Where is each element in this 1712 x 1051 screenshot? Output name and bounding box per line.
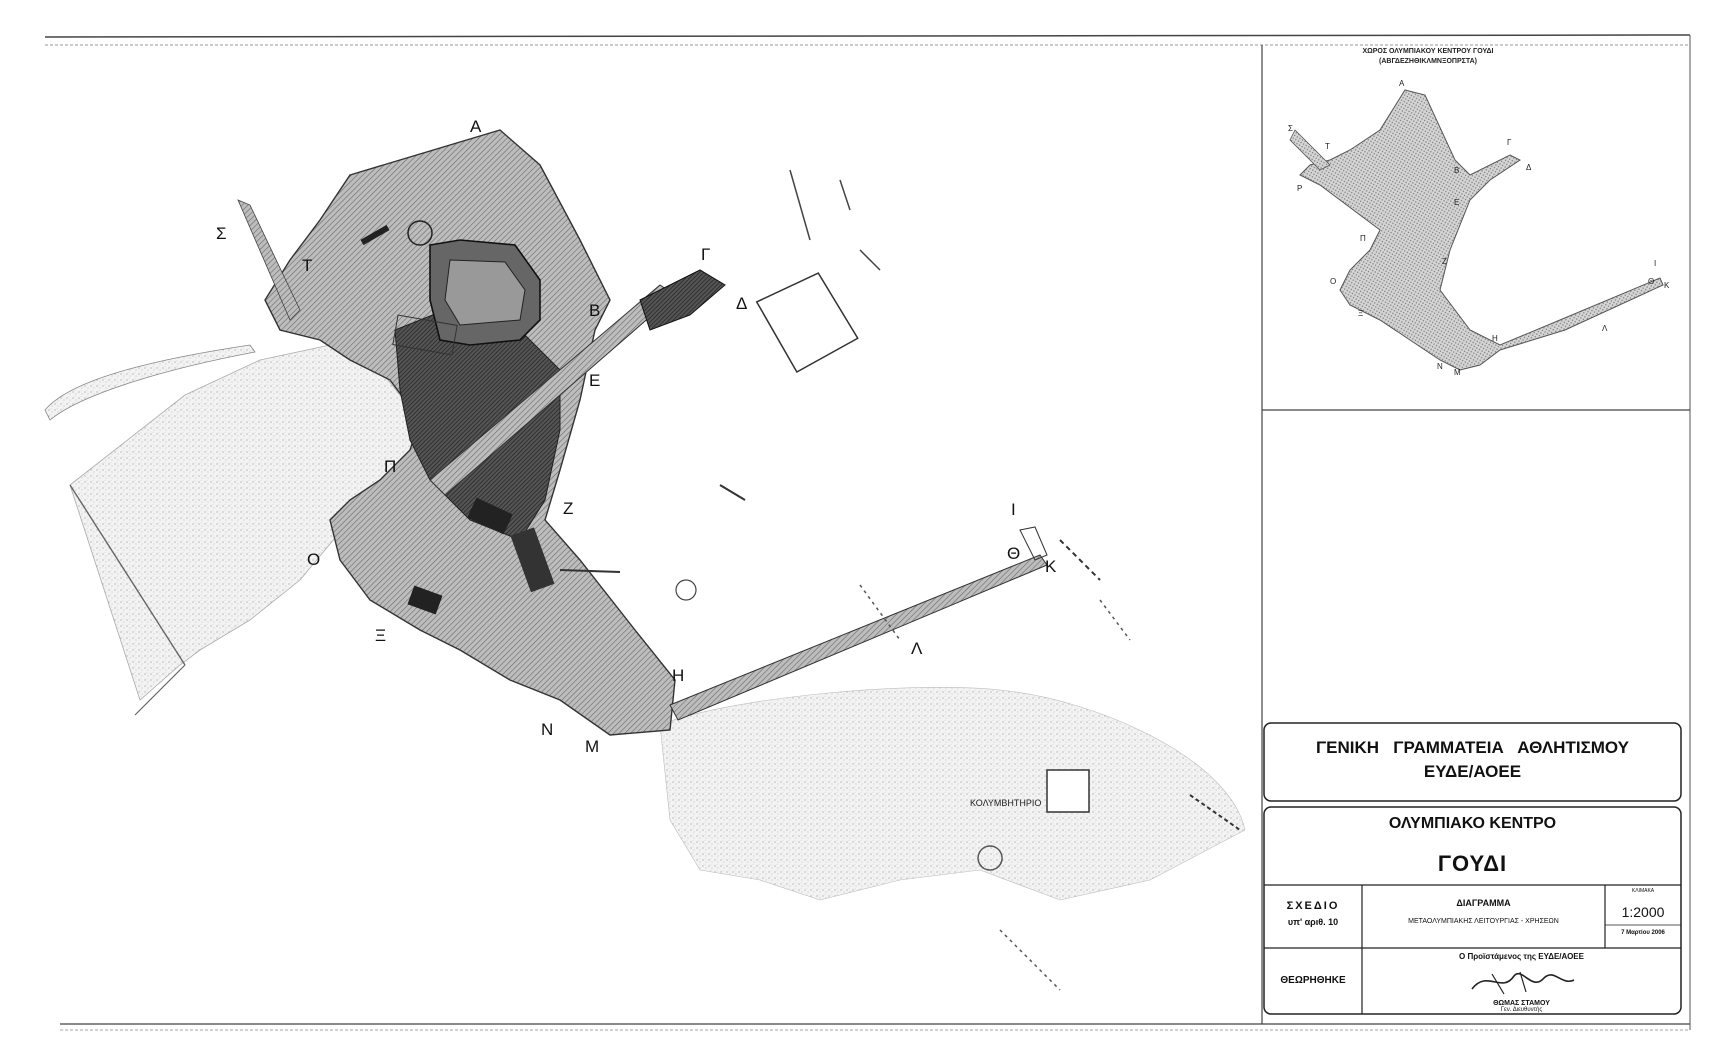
signature-cell: Ο Προϊστάμενος της ΕΥΔΕ/ΑΟΕΕ ΘΩΜΑΣ ΣΤΑΜΟ… bbox=[1364, 952, 1679, 1013]
inset-label-x: Ξ bbox=[1358, 309, 1364, 318]
inset-label-g: Γ bbox=[1507, 138, 1512, 147]
inset-label-l: Λ bbox=[1602, 324, 1608, 333]
point-label-a: Α bbox=[470, 117, 482, 136]
point-label-t: Τ bbox=[302, 256, 313, 275]
point-label-k: Κ bbox=[1045, 557, 1057, 576]
project-line1: ΟΛΥΜΠΙΑΚΟ ΚΕΝΤΡΟ bbox=[1388, 815, 1557, 832]
drawing-title-cell: ΔΙΑΓΡΑΜΜΑ ΜΕΤΑΟΛΥΜΠΙΑΚΗΣ ΛΕΙΤΟΥΡΓΙΑΣ - Χ… bbox=[1364, 898, 1603, 925]
inset-title-line1: ΧΩΡΟΣ ΟΛΥΜΠΙΑΚΟΥ ΚΕΝΤΡΟΥ ΓΟΥΔΙ bbox=[1362, 48, 1494, 55]
point-label-p: Π bbox=[384, 457, 397, 476]
date-cell: 7 Μαρτίου 2006 bbox=[1607, 930, 1679, 936]
inset-label-e: Ε bbox=[1454, 198, 1460, 207]
authority-block: ΓΕΝΙΚΗ ΓΡΑΜΜΑΤΕΙΑ ΑΘΛΗΤΙΣΜΟΥ ΕΥΔΕ/ΑΟΕΕ bbox=[1266, 738, 1679, 782]
inset-label-o: Ο bbox=[1330, 277, 1337, 286]
inset-label-i: Ι bbox=[1654, 259, 1657, 268]
inset-title-line2: (ΑΒΓΔΕΖΗΘΙΚΛΜΝΞΟΠΡΣΤΑ) bbox=[1379, 58, 1477, 65]
point-label-th: Θ bbox=[1007, 544, 1021, 563]
inset-key-map bbox=[1289, 89, 1664, 371]
inset-label-n: Ν bbox=[1437, 362, 1443, 371]
signature-mark bbox=[1470, 971, 1574, 995]
inset-label-m: Μ bbox=[1454, 368, 1461, 377]
drawing-date: 7 Μαρτίου 2006 bbox=[1621, 930, 1665, 936]
inset-label-th: Θ bbox=[1648, 277, 1655, 286]
cemetery-label: ΚΟΛΥΜΒΗΤΗΡΙΟ bbox=[970, 798, 1042, 808]
signatory-title: Γεν. Διευθυντής bbox=[1500, 1007, 1543, 1013]
point-label-o: Ο bbox=[307, 550, 321, 569]
inset-label-z: Ζ bbox=[1442, 257, 1447, 266]
drawing-number: υπ' αριθ. 10 bbox=[1287, 917, 1339, 927]
signatory-name: ΘΩΜΑΣ ΣΤΑΜΟΥ bbox=[1493, 1000, 1550, 1007]
inset-label-h: Η bbox=[1492, 334, 1498, 343]
drawing-title: ΔΙΑΓΡΑΜΜΑ bbox=[1456, 898, 1511, 908]
authority-line2: ΕΥΔΕ/ΑΟΕΕ bbox=[1423, 762, 1522, 781]
authority-line1: ΓΕΝΙΚΗ ΓΡΑΜΜΑΤΕΙΑ ΑΘΛΗΤΙΣΜΟΥ bbox=[1315, 738, 1630, 757]
point-label-m: Μ bbox=[585, 737, 600, 756]
point-label-x: Ξ bbox=[375, 626, 387, 645]
title-block-frames bbox=[1263, 722, 1682, 1015]
sheet-frame bbox=[44, 34, 1691, 1031]
reviewed-label: ΘΕΩΡΗΘΗΚΕ bbox=[1280, 975, 1346, 986]
reviewed-cell: ΘΕΩΡΗΘΗΚΕ bbox=[1266, 975, 1360, 986]
point-label-s: Σ bbox=[216, 224, 227, 243]
inset-label-d: Δ bbox=[1526, 163, 1532, 172]
point-label-h: Η bbox=[672, 666, 685, 685]
point-label-b: Β bbox=[589, 301, 601, 320]
drawing-number-cell: ΣΧΕΔΙΟ υπ' αριθ. 10 bbox=[1266, 900, 1360, 927]
point-label-i: Ι bbox=[1011, 500, 1016, 519]
inset-label-b: Β bbox=[1454, 166, 1460, 175]
point-label-e: Ε bbox=[589, 371, 601, 390]
scale-header: ΚΛΙΜΑΚΑ bbox=[1631, 888, 1655, 894]
inset-label-s: Σ bbox=[1288, 124, 1293, 133]
point-label-z: Ζ bbox=[563, 499, 574, 518]
project-block: ΟΛΥΜΠΙΑΚΟ ΚΕΝΤΡΟ ΓΟΥΔΙ bbox=[1266, 815, 1679, 877]
drawing-label: ΣΧΕΔΙΟ bbox=[1286, 900, 1340, 912]
project-line2: ΓΟΥΔΙ bbox=[1437, 851, 1508, 876]
scale-cell: ΚΛΙΜΑΚΑ 1:2000 bbox=[1607, 888, 1679, 920]
inset-label-t: Τ bbox=[1325, 142, 1330, 151]
scale-value: 1:2000 bbox=[1621, 904, 1665, 920]
inset-label-a: Α bbox=[1399, 79, 1405, 88]
inset-label-k: Κ bbox=[1664, 281, 1670, 290]
point-label-n: Ν bbox=[541, 720, 554, 739]
olympic-site-area bbox=[237, 129, 1048, 736]
point-label-l: Λ bbox=[911, 639, 923, 658]
surrounding-areas bbox=[44, 344, 1246, 901]
point-label-g: Γ bbox=[701, 245, 711, 264]
signatory-role: Ο Προϊστάμενος της ΕΥΔΕ/ΑΟΕΕ bbox=[1459, 952, 1584, 961]
inset-label-p: Π bbox=[1360, 234, 1366, 243]
point-label-d: Δ bbox=[736, 294, 748, 313]
inset-title: ΧΩΡΟΣ ΟΛΥΜΠΙΑΚΟΥ ΚΕΝΤΡΟΥ ΓΟΥΔΙ (ΑΒΓΔΕΖΗΘ… bbox=[1348, 48, 1508, 65]
inset-label-r: Ρ bbox=[1297, 184, 1303, 193]
drawing-subtitle: ΜΕΤΑΟΛΥΜΠΙΑΚΗΣ ΛΕΙΤΟΥΡΓΙΑΣ - ΧΡΗΣΕΩΝ bbox=[1408, 918, 1559, 925]
detached-features bbox=[559, 169, 1241, 991]
